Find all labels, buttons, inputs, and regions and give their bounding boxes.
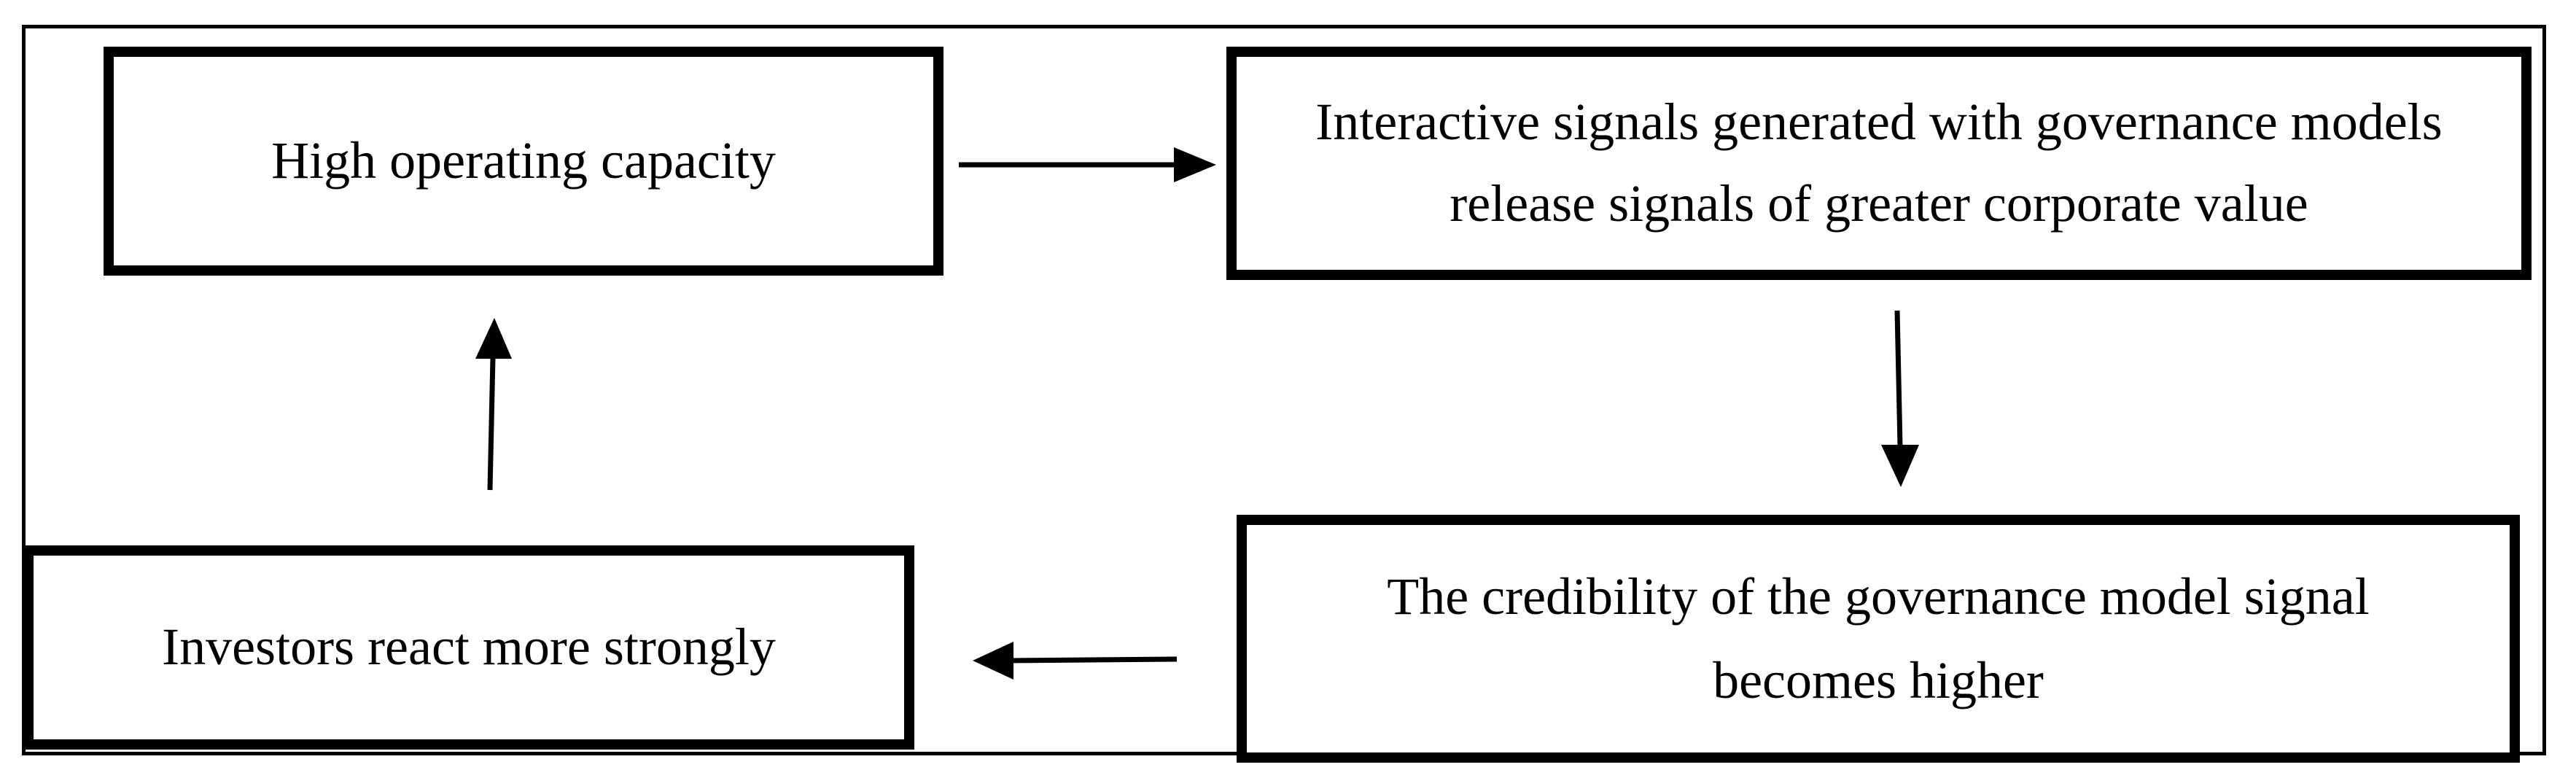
arrow-down	[1881, 310, 1919, 487]
node-credibility-line1: The credibility of the governance model …	[1387, 567, 2370, 626]
node-interactive-signals: Interactive signals generated with gover…	[1226, 47, 2532, 280]
node-interactive-signals-line2: release signals of greater corporate val…	[1450, 174, 2308, 233]
node-high-operating-capacity-label: High operating capacity	[271, 131, 776, 190]
arrow-left	[973, 642, 1178, 680]
node-credibility-line2: becomes higher	[1713, 651, 2044, 709]
arrow-up	[475, 318, 512, 491]
node-interactive-signals-line1: Interactive signals generated with gover…	[1315, 93, 2443, 152]
node-investors-react: Investors react more strongly	[23, 545, 914, 750]
node-high-operating-capacity: High operating capacity	[104, 47, 943, 276]
node-credibility: The credibility of the governance model …	[1237, 515, 2520, 763]
node-investors-react-label: Investors react more strongly	[162, 618, 776, 677]
arrow-right	[959, 147, 1216, 182]
